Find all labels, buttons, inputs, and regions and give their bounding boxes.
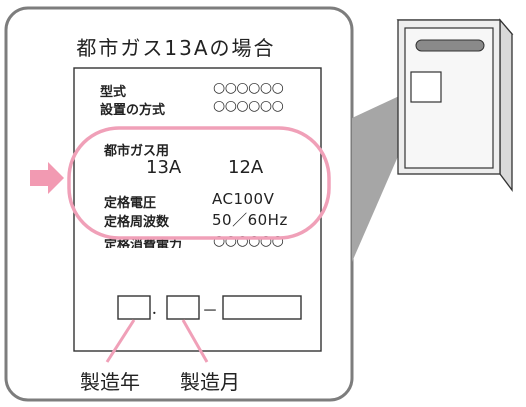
frequency-value: 50／60Hz (212, 211, 288, 229)
voltage-label: 定格電圧 (104, 196, 157, 211)
gas-12a: 12A (228, 157, 264, 178)
gas-unit (396, 18, 514, 192)
serial-box (222, 295, 302, 320)
gas-13a: 13A (146, 157, 182, 178)
date-dash: － (202, 301, 219, 320)
date-dot: ． (151, 302, 165, 318)
model-label: 型式 (100, 85, 127, 100)
power-row-clip: 定格消費電力 ○○○○○○ (100, 234, 300, 248)
voltage-value: AC100V (212, 190, 275, 208)
manufacture-year-label: 製造年 (80, 370, 140, 394)
manufacture-month-label: 製造月 (180, 370, 240, 394)
highlight-arrow (30, 162, 64, 194)
frequency-label: 定格周波数 (104, 215, 170, 230)
install-label: 設置の方式 (100, 103, 166, 118)
power-label: 定格消費電力 (104, 238, 183, 248)
diagram-title: 都市ガス13Aの場合 (76, 36, 276, 60)
month-pointer (181, 319, 209, 363)
year-box (117, 295, 151, 320)
year-pointer (105, 319, 136, 363)
model-value: ○○○○○○ (213, 80, 284, 96)
unit-label-window (410, 71, 442, 103)
month-box (166, 295, 200, 320)
install-value: ○○○○○○ (213, 98, 284, 114)
power-value: ○○○○○○ (213, 234, 284, 248)
